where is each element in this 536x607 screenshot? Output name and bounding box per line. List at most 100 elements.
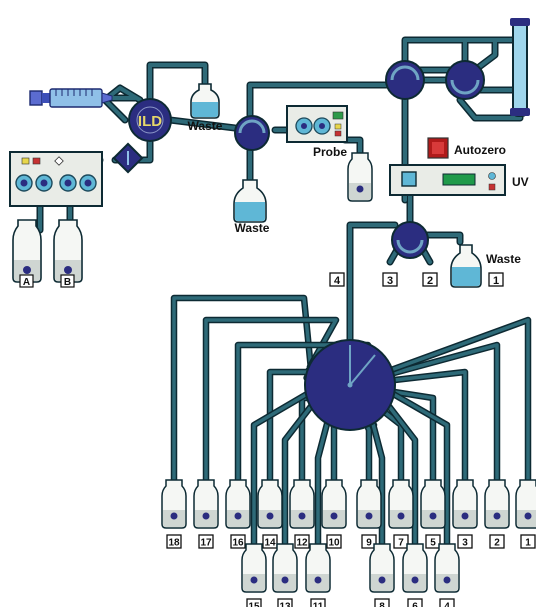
probe-label: Probe [313, 145, 347, 159]
waste-bottle-collector [450, 244, 482, 288]
fraction-tube-top: 18 [161, 479, 187, 549]
fraction-tube-bottom-label-box [407, 598, 423, 607]
port-1-label: 1 [493, 275, 499, 287]
fraction-tube-top-label-box [393, 534, 409, 549]
fraction-tube-line [389, 318, 530, 492]
fraction-tube-bottom: 6 [402, 543, 428, 607]
fraction-tube-line [391, 390, 435, 492]
injector-label: ILD [138, 113, 162, 130]
fraction-tube-top-label-box [326, 534, 342, 549]
fraction-distribution-valve[interactable] [304, 339, 396, 431]
autozero-label: Autozero [454, 143, 506, 157]
fraction-tube-bottom-label: 8 [379, 602, 385, 607]
fraction-tube-bottom: 8 [369, 543, 395, 607]
waste-bottle-top [190, 83, 220, 119]
waste-bottom-label: Waste [235, 221, 270, 235]
port-box-2: 2 [422, 272, 438, 287]
fraction-tube-top: 14 [257, 479, 283, 549]
diverter-valve[interactable] [234, 115, 270, 151]
waste-collector-label: Waste [486, 252, 521, 266]
fraction-tube-top: 12 [289, 479, 315, 549]
port-box-3: 3 [382, 272, 398, 287]
fraction-tube-top-label: 5 [430, 538, 436, 549]
fraction-tube-line [283, 404, 314, 554]
syringe [29, 88, 113, 108]
fraction-tube-top-label-box [166, 534, 182, 549]
mixer-diamond [112, 142, 144, 174]
fraction-tube-bottom-label-box [310, 598, 326, 607]
port-box-1: 1 [488, 272, 504, 287]
fraction-tube-top-label-box [198, 534, 214, 549]
fraction-tube-top-label: 10 [328, 538, 340, 549]
fraction-tube-top-label-box [230, 534, 246, 549]
fraction-tube-line [386, 404, 417, 554]
fraction-tube-top-label-box [489, 534, 505, 549]
fraction-tube-top-label: 3 [462, 538, 468, 549]
fraction-tube-bottom-label-box [277, 598, 293, 607]
fraction-tube-line [316, 420, 330, 554]
pump-inlet-b-label: B [64, 277, 71, 288]
port-2-label: 2 [427, 275, 433, 287]
fraction-tube-top: 16 [225, 479, 251, 549]
autozero-button[interactable] [427, 137, 449, 159]
fraction-tube-top-label: 9 [366, 538, 372, 549]
fraction-tube-top: 9 [356, 479, 382, 549]
fraction-tube-bottom: 11 [305, 543, 331, 607]
label-b-box: B [60, 274, 75, 288]
fraction-tube-bottom-label: 6 [412, 602, 418, 607]
fraction-tube-top-label: 2 [494, 538, 500, 549]
pump-panel [9, 151, 103, 207]
fraction-tube-top-label-box [425, 534, 441, 549]
column [510, 18, 530, 117]
waste-top-label: Waste [188, 119, 223, 133]
solvent-bottle-a [12, 219, 42, 283]
uv-label: UV [512, 175, 529, 189]
fraction-tube-top: 5 [420, 479, 446, 549]
injection-valve[interactable]: ILD [128, 98, 172, 142]
port-box-4: 4 [329, 272, 345, 287]
fraction-tube-bottom: 15 [241, 543, 267, 607]
fraction-tube-line [391, 370, 467, 492]
fraction-tube-top-label: 1 [525, 538, 531, 549]
collector-valve[interactable] [391, 221, 429, 259]
fraction-tube-top-label: 16 [232, 538, 244, 549]
waste-bottle-middle [233, 179, 267, 223]
port-3-label: 3 [387, 275, 393, 287]
fraction-tube-line [172, 296, 313, 492]
fraction-tube-top-label-box [457, 534, 473, 549]
fraction-tube-line [252, 392, 309, 554]
fraction-tube-top: 10 [321, 479, 347, 549]
fraction-tube-top-label: 18 [168, 538, 180, 549]
fraction-tube-top-label-box [294, 534, 310, 549]
selection-valve-right[interactable] [445, 60, 485, 100]
label-a-box: A [19, 274, 34, 288]
fraction-tube-bottom-label: 13 [279, 602, 291, 607]
fraction-tube-bottom-label-box [246, 598, 262, 607]
fraction-tube-line [390, 343, 499, 492]
selection-valve-left[interactable] [385, 60, 425, 100]
port-4-label: 4 [334, 275, 341, 287]
probe-module [286, 105, 348, 143]
fraction-tube-bottom-label: 15 [248, 602, 260, 607]
fraction-tube-top-label-box [262, 534, 278, 549]
uv-detector [389, 164, 506, 196]
solvent-bottle-b [53, 219, 83, 283]
fraction-tube-top-label: 7 [398, 538, 404, 549]
fraction-tube-line [391, 392, 449, 554]
fraction-tube-top-label-box [520, 534, 536, 549]
fraction-tube-line [170, 294, 314, 494]
fraction-tube-bottom: 13 [272, 543, 298, 607]
pump-inlet-a-label: A [23, 277, 30, 288]
fraction-tube-bottom-label-box [374, 598, 390, 607]
fraction-tube-bottom-label-box [439, 598, 455, 607]
fraction-tube-top: 17 [193, 479, 219, 549]
fraction-tube-top: 1 [515, 479, 536, 549]
fraction-tube-line [281, 402, 315, 556]
fraction-tube-bottom: 4 [434, 543, 460, 607]
fraction-tube-bottom-label: 11 [313, 602, 324, 607]
fraction-tube-top: 2 [484, 479, 510, 549]
fraction-tube-top-label-box [361, 534, 377, 549]
fraction-tube-bottom-label: 4 [444, 602, 450, 607]
